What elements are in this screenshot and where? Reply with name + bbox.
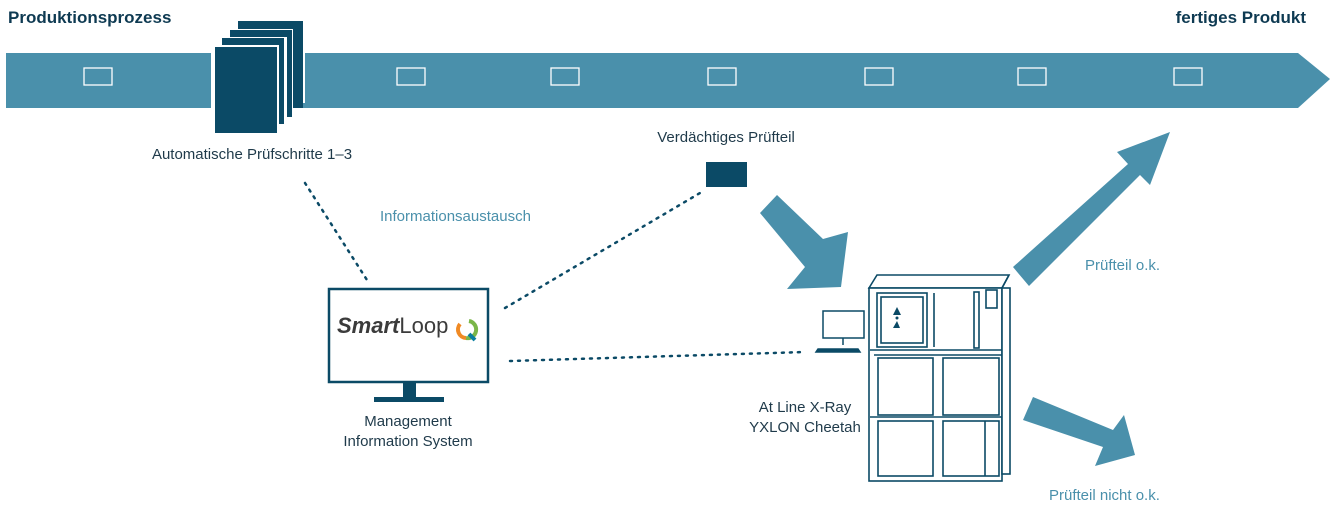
part-not-ok-label: Prüfteil nicht o.k. xyxy=(1049,487,1160,504)
process-step-box xyxy=(1173,67,1203,86)
start-label: Produktionsprozess xyxy=(8,8,172,27)
production-band xyxy=(6,53,1330,108)
info-line xyxy=(303,181,369,282)
xray-machine-icon xyxy=(867,274,1011,482)
smartloop-logo: SmartLoop xyxy=(337,313,448,339)
arrow-part-not-ok xyxy=(1023,397,1135,466)
radiation-icon xyxy=(893,307,901,328)
process-step-box xyxy=(83,67,113,86)
suspicious-part-label: Verdächtiges Prüfteil xyxy=(657,129,795,146)
logo-loop-text: Loop xyxy=(399,313,449,338)
info-exchange-label: Informationsaustausch xyxy=(380,208,531,225)
arrow-to-xray xyxy=(760,195,848,289)
process-step-box xyxy=(707,67,737,86)
logo-smart-text: Smart xyxy=(337,313,400,338)
mis-label-line1: Management xyxy=(364,413,452,430)
smartloop-logo-icon xyxy=(456,319,479,342)
xray-label-line1: At Line X-Ray xyxy=(758,399,852,416)
end-label: fertiges Produkt xyxy=(1175,8,1306,27)
mis-label-line2: Information System xyxy=(343,433,473,450)
info-line xyxy=(508,350,807,363)
auto-steps-label: Automatische Prüfschritte 1–3 xyxy=(151,146,353,163)
process-step-box xyxy=(1017,67,1047,86)
arrow-part-ok xyxy=(1013,132,1170,286)
part-ok-label: Prüfteil o.k. xyxy=(1085,257,1161,274)
process-step-box xyxy=(864,67,894,86)
suspicious-part-icon xyxy=(706,162,747,187)
monitor-icon xyxy=(327,287,490,402)
xray-label-line2: YXLON Cheetah xyxy=(749,419,861,436)
inspection-stack-icon xyxy=(211,17,305,133)
terminal-icon xyxy=(814,310,865,353)
info-line xyxy=(503,191,702,310)
process-step-box xyxy=(550,67,580,86)
process-step-box xyxy=(396,67,426,86)
